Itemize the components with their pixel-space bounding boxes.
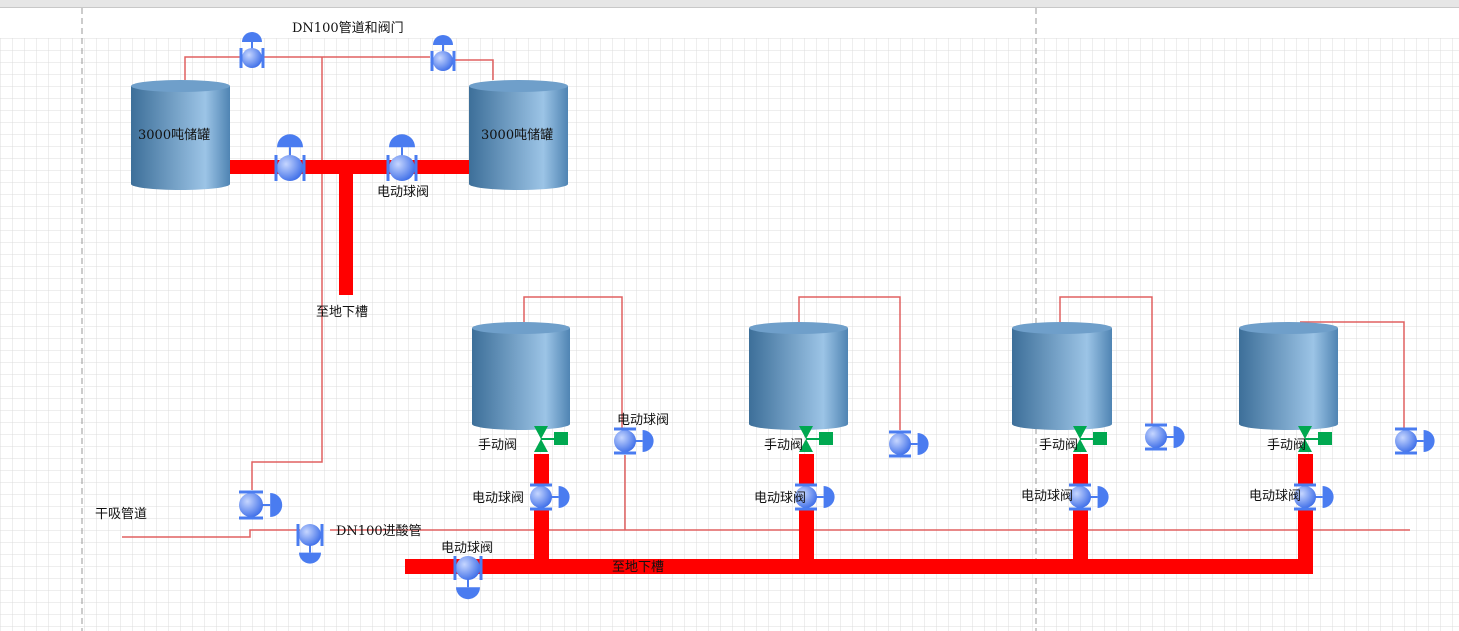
manual-valve[interactable]	[1298, 426, 1332, 452]
motor-ball-valve[interactable]	[1294, 483, 1334, 511]
thin-pipes	[122, 56, 1410, 538]
manual-valve[interactable]	[1073, 426, 1107, 452]
storage-tank[interactable]	[472, 322, 570, 430]
storage-tank[interactable]	[131, 80, 230, 190]
sump-label: 至地下槽	[612, 560, 664, 575]
diagram-title: DN100管道和阀门	[292, 21, 404, 36]
motor-ball-valve[interactable]	[1069, 483, 1109, 511]
valve-label: 电动球阀	[472, 491, 524, 506]
manual-valve[interactable]	[799, 426, 833, 452]
valve-label: 电动球阀	[754, 491, 806, 506]
grid	[0, 38, 1459, 631]
motor-ball-valve[interactable]	[530, 483, 570, 511]
valve-label: 电动球阀	[441, 541, 493, 556]
toolbar-strip	[0, 0, 1459, 8]
motor-ball-valve[interactable]	[386, 134, 418, 181]
manual-valve-label: 手动阀	[1267, 438, 1306, 453]
motor-ball-valve[interactable]	[889, 430, 929, 458]
motor-ball-valve[interactable]	[296, 524, 324, 564]
manual-valve-label: 手动阀	[764, 438, 803, 453]
storage-tank[interactable]	[749, 322, 848, 430]
tank-label: 3000吨储罐	[138, 128, 210, 143]
manual-valve[interactable]	[534, 426, 568, 452]
motor-ball-valve[interactable]	[453, 556, 483, 600]
storage-tank[interactable]	[469, 80, 568, 190]
motor-ball-valve[interactable]	[795, 483, 835, 511]
motor-ball-valve[interactable]	[239, 32, 265, 68]
motor-ball-valve[interactable]	[430, 35, 456, 71]
valve-label: 电动球阀	[617, 413, 669, 428]
manual-valve-label: 手动阀	[478, 438, 517, 453]
motor-ball-valve[interactable]	[1145, 423, 1185, 451]
motor-ball-valve[interactable]	[239, 490, 283, 520]
storage-tank[interactable]	[1012, 322, 1112, 430]
manual-valve-label: 手动阀	[1039, 438, 1078, 453]
valve-label: 电动球阀	[377, 185, 429, 200]
valve-label: 电动球阀	[1021, 489, 1073, 504]
motor-ball-valve[interactable]	[274, 134, 306, 181]
motor-ball-valve[interactable]	[1395, 427, 1435, 455]
storage-tank[interactable]	[1239, 322, 1338, 430]
sump-label: 至地下槽	[316, 305, 368, 320]
tank-label: 3000吨储罐	[481, 128, 553, 143]
valve-label: 电动球阀	[1249, 489, 1301, 504]
pipe-label: DN100进酸管	[336, 524, 422, 539]
motor-ball-valve[interactable]	[614, 427, 654, 455]
pipe-label: 干吸管道	[95, 507, 147, 522]
